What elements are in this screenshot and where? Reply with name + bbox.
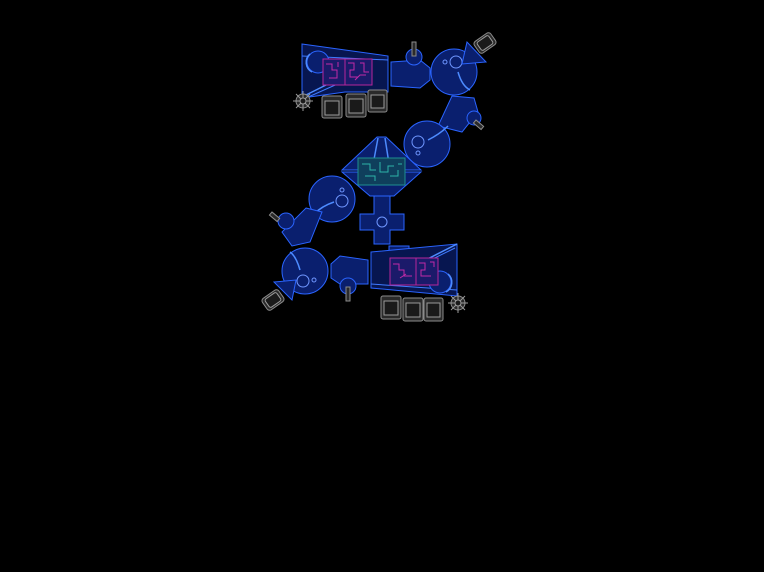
arm-upper-right[interactable]	[437, 95, 485, 133]
arm-lower-left[interactable]	[268, 207, 323, 247]
thruster-icon[interactable]	[461, 32, 497, 65]
cross-connector[interactable]	[359, 195, 405, 245]
reactor-core[interactable]	[340, 136, 423, 197]
thruster-icon[interactable]	[261, 279, 297, 311]
battery-icon[interactable]	[380, 295, 444, 322]
bottom-hull-block[interactable]	[330, 243, 458, 302]
gear-icon[interactable]	[293, 91, 313, 111]
circuit-panel-icon	[322, 58, 373, 86]
rotor-upper-middle[interactable]	[403, 120, 451, 168]
top-hull-block[interactable]	[301, 41, 431, 99]
circuit-panel-icon	[389, 257, 439, 286]
gear-icon[interactable]	[448, 293, 468, 313]
battery-icon[interactable]	[321, 89, 388, 119]
reactor-core-icon	[357, 157, 406, 186]
